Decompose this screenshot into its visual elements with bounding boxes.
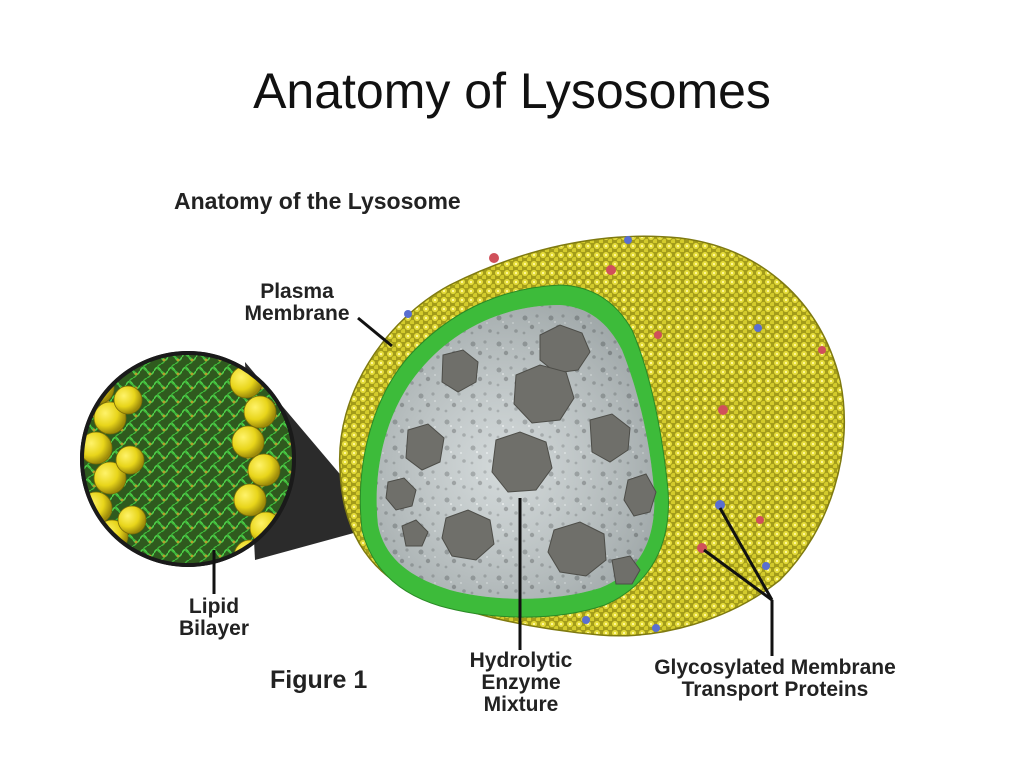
enzyme-blob xyxy=(513,364,575,424)
protein-blue xyxy=(624,236,632,244)
plasma-leader xyxy=(357,316,393,348)
hydro-label-line2: Enzyme xyxy=(481,671,561,694)
enzyme-blob xyxy=(385,477,417,511)
protein-blue xyxy=(762,562,770,570)
enzyme-blob xyxy=(441,509,495,561)
protein-blue xyxy=(404,310,412,318)
lipid-bilayer-label: Lipid Bilayer xyxy=(164,596,264,640)
enzyme-blob xyxy=(623,473,657,517)
enzyme-blob xyxy=(491,431,553,493)
glyco-leader-2 xyxy=(703,548,773,602)
protein-red xyxy=(606,265,616,275)
protein-red xyxy=(489,253,499,263)
enzyme-blob xyxy=(405,423,445,471)
protein-blue xyxy=(582,616,590,624)
glyco-label-line1: Glycosylated Membrane xyxy=(654,656,896,679)
hydrolytic-enzyme-label: Hydrolytic Enzyme Mixture xyxy=(456,650,586,716)
protein-red xyxy=(654,331,662,339)
plasma-label-line1: Plasma xyxy=(260,280,334,303)
hydro-label-line1: Hydrolytic xyxy=(469,649,573,672)
lipid-bilayer-zoom xyxy=(80,351,296,567)
protein-blue xyxy=(754,324,762,332)
plasma-membrane-label: Plasma Membrane xyxy=(232,281,362,325)
protein-red xyxy=(718,405,728,415)
slide-title: Anatomy of Lysosomes xyxy=(253,63,771,119)
lipid-label-line1: Lipid xyxy=(188,595,240,618)
protein-blue xyxy=(715,500,725,510)
glycosylated-proteins-label: Glycosylated Membrane Transport Proteins xyxy=(625,657,925,701)
lipid-label-line2: Bilayer xyxy=(178,617,250,640)
plasma-label-line2: Membrane xyxy=(244,302,350,325)
protein-red xyxy=(756,516,764,524)
transport-proteins xyxy=(404,236,826,632)
enzyme-blob xyxy=(589,413,631,463)
enzyme-blob xyxy=(611,555,641,585)
protein-blue xyxy=(652,624,660,632)
hydro-label-line3: Mixture xyxy=(483,693,559,716)
enzyme-blob xyxy=(401,519,429,547)
figure-title: Anatomy of the Lysosome xyxy=(174,188,461,214)
figure-caption: Figure 1 xyxy=(270,666,368,694)
leader-lines xyxy=(212,316,774,656)
glyco-label-line2: Transport Proteins xyxy=(681,678,869,701)
enzyme-blob xyxy=(547,521,607,577)
glyco-leader-1 xyxy=(718,507,774,601)
protein-red xyxy=(818,346,826,354)
enzyme-blob xyxy=(539,324,591,374)
hydrolytic-enzymes xyxy=(385,324,657,585)
enzyme-blob xyxy=(441,349,479,393)
